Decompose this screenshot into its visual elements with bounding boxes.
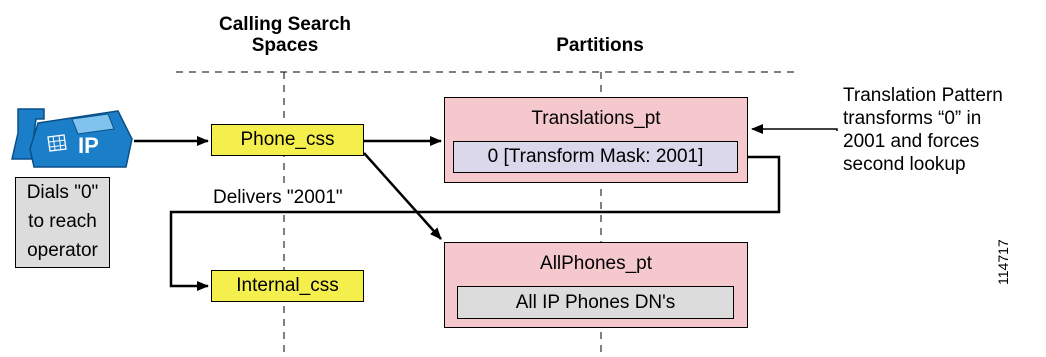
- partition-title: AllPhones_pt: [540, 253, 652, 274]
- figure-id: 114717: [995, 239, 1011, 285]
- caption-line-2: to reach: [28, 211, 97, 232]
- partition-translations: Translations_pt 0 [Transform Mask: 2001]: [444, 97, 748, 183]
- css-box-internal: Internal_css: [211, 270, 364, 302]
- css-header-line1: Calling Search: [219, 14, 351, 35]
- caption-line-3: operator: [27, 240, 98, 261]
- arrow-phone-css-to-allphones: [363, 152, 442, 240]
- note-line-1: Translation Pattern: [843, 85, 1003, 106]
- partition-entry: All IP Phones DN's: [457, 286, 734, 319]
- ip-badge: IP: [78, 133, 99, 158]
- translation-note: Translation Pattern transforms “0” in 20…: [843, 84, 1043, 176]
- css-box-phone: Phone_css: [211, 124, 364, 156]
- ip-phone-icon: IP: [8, 103, 138, 173]
- partition-allphones: AllPhones_pt All IP Phones DN's: [444, 242, 748, 328]
- partition-title: Translations_pt: [531, 108, 661, 129]
- delivers-label: Delivers "2001": [211, 187, 345, 209]
- arrow-note-pointer: [751, 124, 838, 134]
- note-line-4: second lookup: [843, 154, 966, 175]
- partitions-column-header: Partitions: [556, 35, 644, 56]
- note-line-2: transforms “0” in: [843, 108, 982, 129]
- caption-line-1: Dials "0": [26, 182, 99, 203]
- partition-entry: 0 [Transform Mask: 2001]: [453, 141, 738, 173]
- css-header-line2: Spaces: [251, 35, 319, 56]
- arrow-translation-loop: [169, 155, 781, 291]
- phone-caption: Dials "0" to reach operator: [15, 177, 110, 268]
- note-line-3: 2001 and forces: [843, 131, 980, 152]
- css-column-header: Calling Search Spaces: [180, 14, 390, 56]
